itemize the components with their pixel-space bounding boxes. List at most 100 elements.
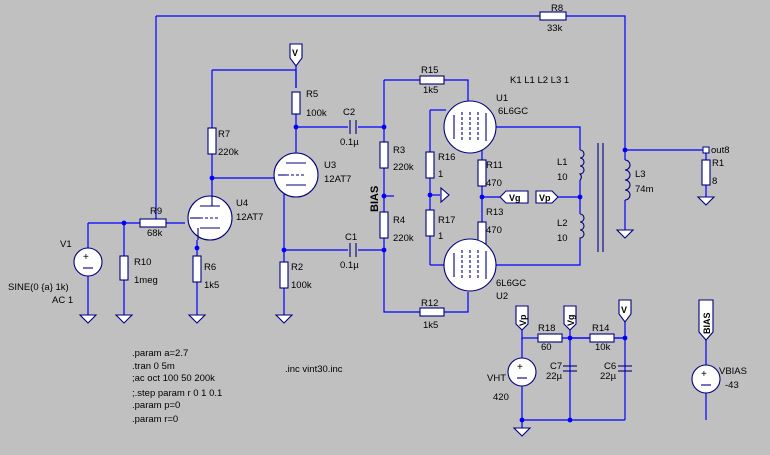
capacitor-c6[interactable]: C6 22µ	[600, 361, 632, 382]
svg-text:SINE(0 {a} 1k): SINE(0 {a} 1k)	[8, 282, 69, 293]
resistor-r10[interactable]: R10 1meg	[119, 255, 158, 286]
net-flag-vp[interactable]: Vp	[535, 190, 559, 204]
svg-text:220k: 220k	[393, 233, 414, 244]
resistor-r11[interactable]: R11 470	[477, 159, 503, 189]
svg-text:12AT7: 12AT7	[324, 174, 351, 185]
svg-text:R4: R4	[393, 215, 405, 226]
net-flag-vp-supply[interactable]: Vp	[515, 305, 529, 331]
resistor-r9[interactable]: R9 68k	[139, 206, 167, 239]
resistor-r6[interactable]: R6 1k5	[192, 255, 219, 291]
svg-text:6L6GC: 6L6GC	[498, 106, 528, 117]
spice-directives: .param a=2.7 .tran 0 5m ;ac oct 100 50 2…	[132, 348, 343, 425]
tube-u2[interactable]: 6L6GC U2	[443, 238, 526, 302]
svg-text:68k: 68k	[147, 228, 163, 239]
resistor-r12[interactable]: R12 1k5	[419, 298, 445, 331]
svg-text:6L6GC: 6L6GC	[496, 278, 526, 289]
resistor-r16[interactable]: R16 1	[425, 151, 455, 180]
resistor-r1[interactable]: R1 8	[701, 158, 724, 187]
resistor-r14[interactable]: R14 10k	[589, 323, 615, 353]
net-label-out8[interactable]: out8	[702, 145, 730, 156]
svg-text:R6: R6	[204, 262, 216, 273]
inductor-l1[interactable]: L1 10	[557, 149, 585, 183]
svg-text:10: 10	[557, 233, 568, 244]
svg-text:R13: R13	[486, 207, 503, 218]
svg-text:Vg: Vg	[509, 193, 521, 203]
directive-line: ;ac oct 100 50 200k	[132, 373, 215, 384]
svg-text:AC 1: AC 1	[52, 295, 73, 306]
tube-u1[interactable]: U1 6L6GC	[443, 93, 528, 154]
svg-text:R5: R5	[306, 89, 318, 100]
net-flag-vg-supply[interactable]: Vg	[563, 305, 577, 331]
inductor-l3[interactable]: L3 74m	[624, 159, 654, 201]
svg-text:VBIAS: VBIAS	[719, 366, 747, 377]
svg-text:1: 1	[438, 169, 443, 180]
voltage-source-vbias[interactable]: + VBIAS -43	[691, 364, 747, 394]
resistor-r15[interactable]: R15 1k5	[419, 65, 445, 96]
svg-text:100k: 100k	[306, 108, 327, 119]
tube-u3[interactable]: U3 12AT7	[273, 152, 351, 198]
svg-text:1k5: 1k5	[204, 280, 219, 291]
svg-text:22µ: 22µ	[600, 371, 617, 382]
capacitor-c2[interactable]: C2 0.1µ	[340, 107, 359, 148]
resistor-r4[interactable]: R4 220k	[379, 211, 414, 244]
svg-text:R11: R11	[486, 160, 503, 171]
capacitor-c1[interactable]: C1 0.1µ	[340, 232, 359, 271]
net-flag-bias-supply[interactable]: BIAS	[698, 299, 714, 341]
svg-text:74m: 74m	[635, 184, 654, 195]
svg-text:R9: R9	[150, 206, 162, 217]
svg-text:22µ: 22µ	[546, 371, 563, 382]
net-flag-v-supply[interactable]: V	[618, 299, 632, 323]
svg-text:0.1µ: 0.1µ	[340, 137, 359, 148]
svg-text:U3: U3	[324, 160, 336, 171]
wires	[87, 15, 707, 428]
svg-text:out8: out8	[711, 145, 730, 156]
svg-text:R16: R16	[438, 152, 455, 163]
resistor-r7[interactable]: R7 220k	[207, 127, 239, 158]
svg-text:R14: R14	[592, 323, 609, 334]
resistor-r2[interactable]: R2 100k	[279, 261, 312, 291]
resistor-r18[interactable]: R18 60	[537, 323, 563, 353]
inductor-l2[interactable]: L2 10	[557, 213, 585, 244]
svg-text:R1: R1	[712, 158, 724, 169]
svg-text:U1: U1	[496, 93, 508, 104]
svg-text:-43: -43	[725, 380, 739, 391]
svg-text:R2: R2	[291, 262, 303, 273]
voltage-source-vht[interactable]: + VHT 420	[487, 357, 537, 403]
svg-text:0.1µ: 0.1µ	[340, 260, 359, 271]
net-label-bias: BIAS	[369, 186, 381, 212]
resistor-r3[interactable]: R3 220k	[379, 141, 414, 173]
directive-line: .tran 0 5m	[132, 361, 175, 372]
svg-text:R3: R3	[393, 145, 405, 156]
svg-text:R8: R8	[551, 3, 563, 14]
svg-text:Vp: Vp	[518, 314, 528, 326]
include-directive: .inc vint30.inc	[285, 364, 343, 375]
svg-text:V: V	[292, 48, 298, 58]
svg-text:U2: U2	[496, 291, 508, 302]
svg-text:+: +	[83, 252, 89, 263]
voltage-source-v1[interactable]: + V1 SINE(0 {a} 1k) AC 1	[8, 239, 103, 306]
resistor-r5[interactable]: R5 100k	[291, 89, 327, 119]
directive-line: .param a=2.7	[132, 348, 188, 359]
tube-u4[interactable]: U4 12AT7	[187, 195, 263, 241]
capacitor-c7[interactable]: C7 22µ	[546, 361, 577, 382]
net-flag-v-top[interactable]: V	[289, 43, 303, 67]
resistor-r17[interactable]: R17 1	[425, 209, 455, 242]
svg-text:V1: V1	[60, 239, 72, 250]
directive-line: ;.step param r 0 1 0.1	[132, 388, 222, 399]
svg-text:+: +	[701, 369, 707, 380]
svg-text:+: +	[517, 362, 523, 373]
ground-symbols	[78, 196, 716, 437]
net-flag-vg[interactable]: Vg	[499, 190, 529, 204]
svg-text:R7: R7	[218, 129, 230, 140]
svg-text:60: 60	[541, 342, 552, 353]
bias-connection-arrow	[440, 186, 450, 204]
resistor-r8[interactable]: R8 33k	[539, 3, 567, 34]
svg-text:12AT7: 12AT7	[236, 212, 263, 223]
svg-text:33k: 33k	[547, 23, 563, 34]
svg-text:R15: R15	[421, 65, 438, 76]
directive-line: .param p=0	[132, 400, 180, 411]
svg-text:10: 10	[557, 172, 568, 183]
svg-text:R12: R12	[421, 298, 438, 309]
